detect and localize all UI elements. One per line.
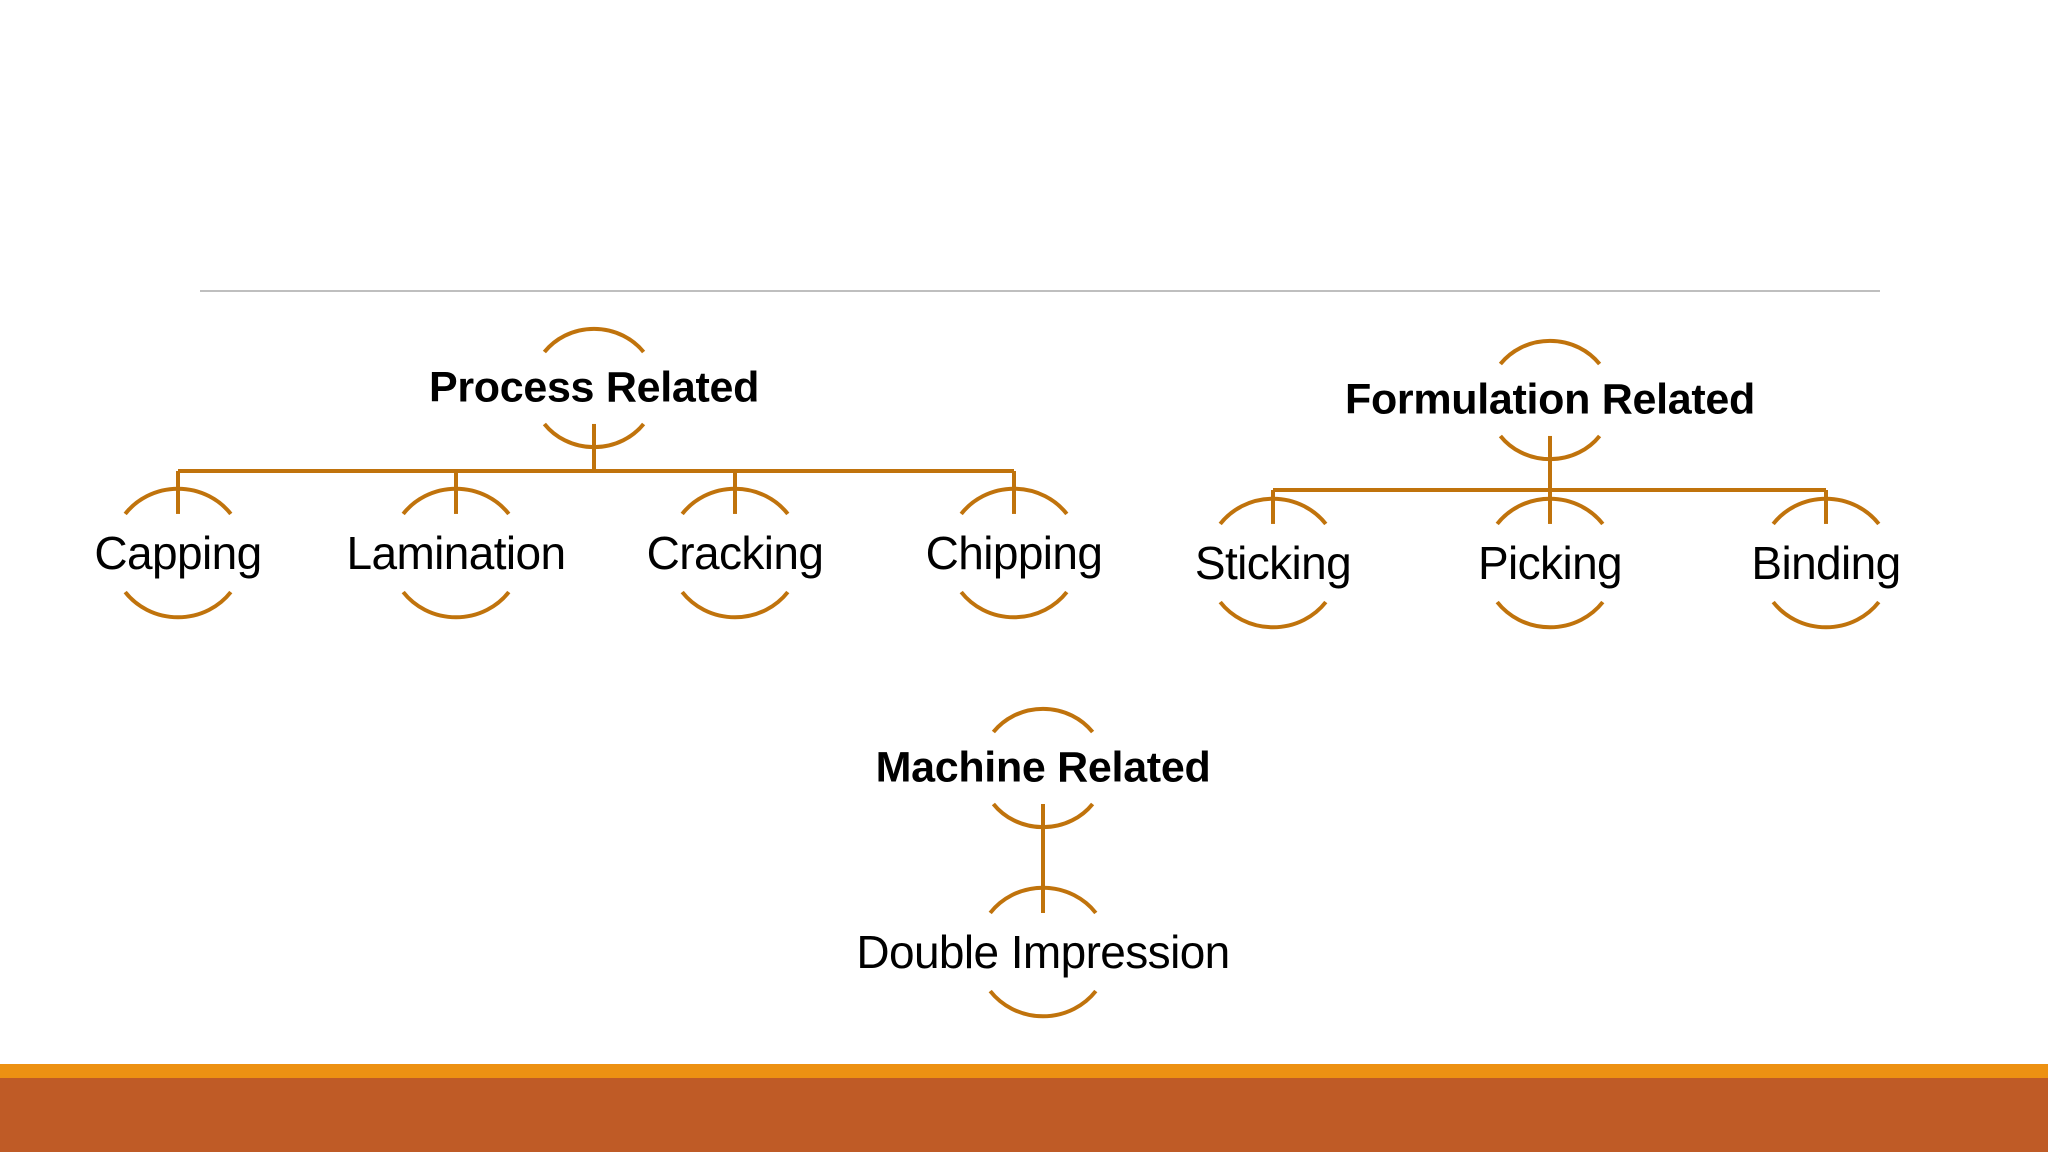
binding-arc-bottom (1771, 600, 1881, 630)
formulation-related-arc-bottom (1498, 434, 1602, 462)
machine-related-arc-top (991, 706, 1095, 734)
node-label-sticking: Sticking (1194, 536, 1352, 589)
lamination-arc-bottom (401, 590, 511, 620)
chipping-arc-top (959, 486, 1069, 516)
node-label-cracking: Cracking (646, 526, 824, 579)
picking-arc-top (1495, 496, 1605, 526)
node-label-picking: Picking (1477, 536, 1623, 589)
process-related-arc-bottom (542, 422, 646, 450)
node-label-process-related: Process Related (428, 363, 760, 412)
picking-arc-bottom (1495, 600, 1605, 630)
cracking-arc-bottom (680, 590, 790, 620)
chipping-arc-bottom (959, 590, 1069, 620)
lamination-arc-top (401, 486, 511, 516)
node-label-chipping: Chipping (925, 526, 1103, 579)
capping-arc-bottom (123, 590, 233, 620)
footer-bright-strip (0, 1064, 2048, 1078)
capping-arc-top (123, 486, 233, 516)
header-divider-rule (200, 290, 1880, 292)
formulation-related-arc-top (1498, 338, 1602, 366)
binding-arc-top (1771, 496, 1881, 526)
node-label-capping: Capping (94, 526, 262, 579)
footer-rust-band (0, 1078, 2048, 1152)
node-label-binding: Binding (1751, 536, 1901, 589)
cracking-arc-top (680, 486, 790, 516)
node-label-lamination: Lamination (346, 526, 566, 579)
machine-related-arc-bottom (991, 802, 1095, 830)
double-impression-arc-bottom (988, 989, 1098, 1019)
process-related-arc-top (542, 326, 646, 354)
sticking-arc-top (1218, 496, 1328, 526)
node-label-machine-related: Machine Related (875, 743, 1211, 792)
node-label-double-impression: Double Impression (856, 925, 1230, 978)
sticking-arc-bottom (1218, 600, 1328, 630)
node-label-formulation-related: Formulation Related (1344, 375, 1756, 424)
double-impression-arc-top (988, 885, 1098, 915)
